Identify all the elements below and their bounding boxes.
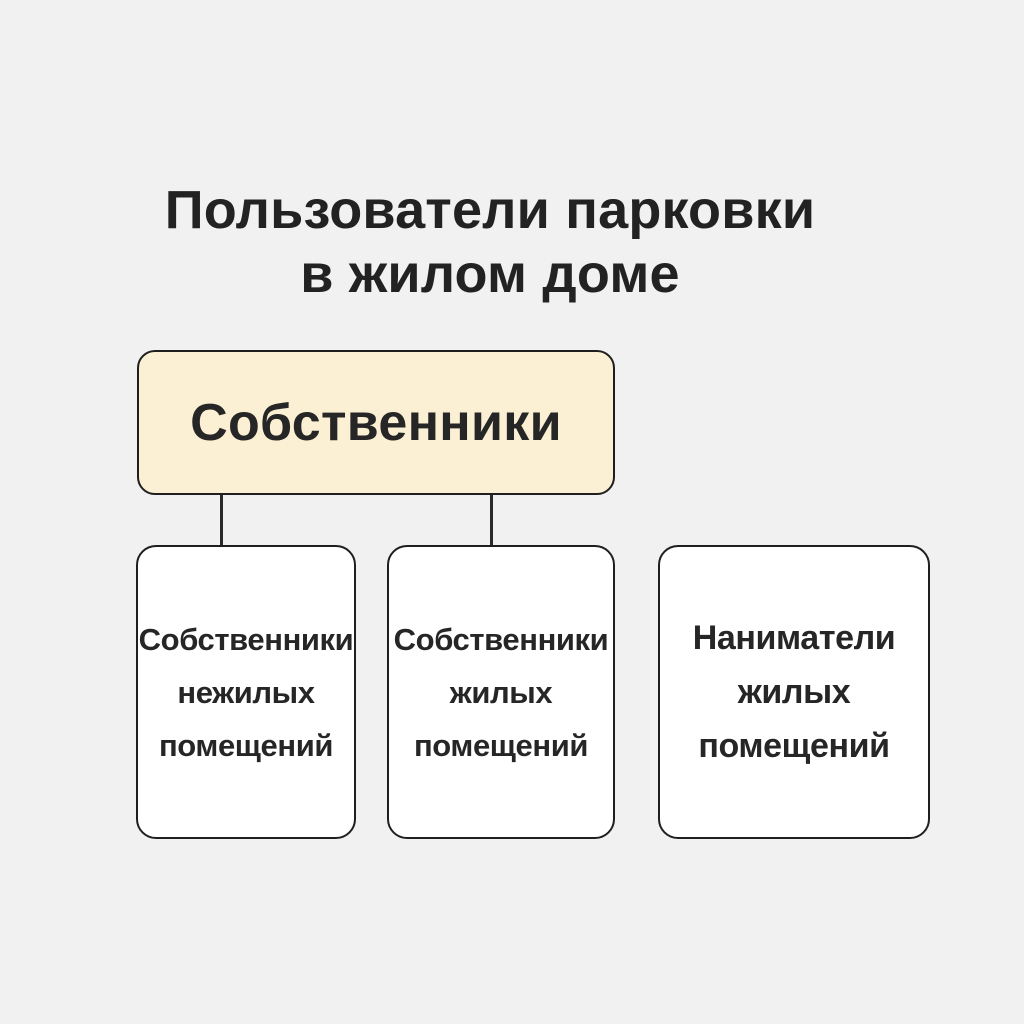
title-line-2: в жилом доме: [300, 244, 680, 304]
child-node-label: Собственники нежилых помещений: [139, 613, 354, 772]
child-3-line-3: помещений: [698, 727, 890, 765]
root-node-owners: Собственники: [137, 350, 615, 495]
title-line-1: Пользователи парковки: [164, 180, 816, 240]
child-2-line-3: помещений: [413, 727, 589, 763]
child-1-line-3: помещений: [158, 727, 334, 763]
child-node-residential-tenants: Наниматели жилых помещений: [658, 545, 930, 839]
child-1-line-2: нежилых: [177, 674, 315, 710]
root-node-label: Собственники: [190, 393, 562, 452]
child-3-line-2: жилых: [737, 673, 851, 711]
child-1-line-1: Собственники: [138, 621, 354, 657]
child-2-line-2: жилых: [449, 674, 553, 710]
child-node-nonresidential-owners: Собственники нежилых помещений: [136, 545, 356, 839]
diagram-title: Пользователи парковки в жилом доме: [0, 178, 980, 306]
connector-root-to-child-2: [490, 495, 493, 545]
child-node-residential-owners: Собственники жилых помещений: [387, 545, 615, 839]
child-node-label: Собственники жилых помещений: [394, 613, 609, 772]
child-3-line-1: Наниматели: [692, 619, 896, 657]
child-node-label: Наниматели жилых помещений: [693, 611, 896, 773]
child-2-line-1: Собственники: [393, 621, 609, 657]
connector-root-to-child-1: [220, 495, 223, 545]
